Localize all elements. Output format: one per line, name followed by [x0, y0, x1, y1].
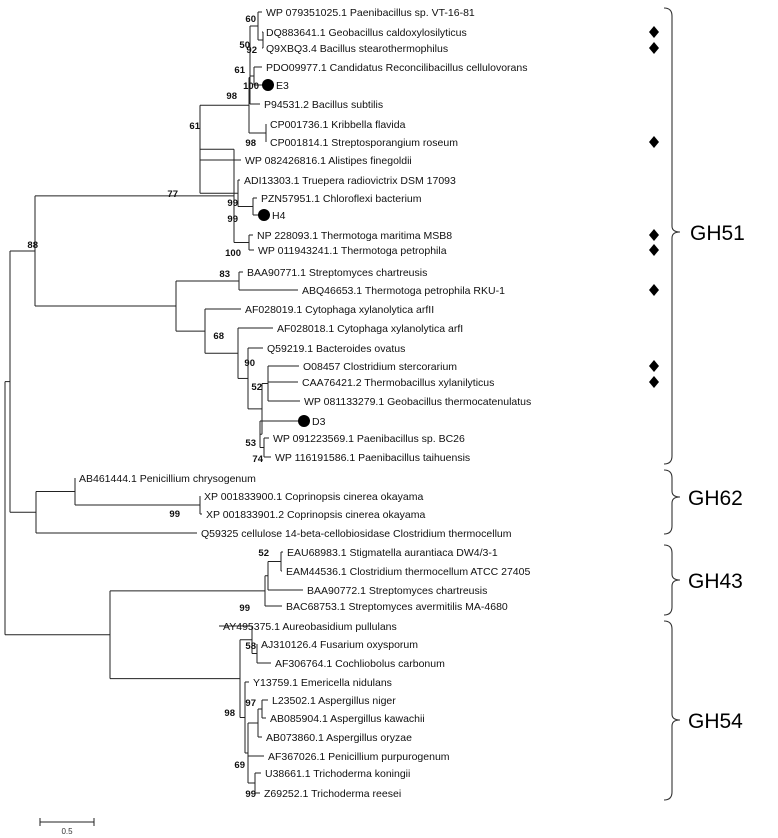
- characterized-diamond-icon: [649, 284, 659, 296]
- characterized-diamond-icon: [649, 376, 659, 388]
- leaf-label: AY495375.1 Aureobasidium pullulans: [223, 621, 397, 633]
- leaf-label: AB461444.1 Penicillium chrysogenum: [79, 473, 256, 485]
- leaf-label: Q59325 cellulose 14-beta-cellobiosidase …: [201, 528, 512, 540]
- leaf-label: AF028018.1 Cytophaga xylanolytica arfI: [277, 323, 463, 335]
- bootstrap-value: 52: [258, 548, 269, 559]
- bootstrap-value: 98: [245, 138, 256, 149]
- leaf-label: BAA90771.1 Streptomyces chartreusis: [247, 267, 427, 279]
- bootstrap-value: 100: [225, 248, 241, 259]
- leaf-label: BAC68753.1 Streptomyces avermitilis MA-4…: [286, 601, 508, 613]
- bootstrap-value: 77: [167, 189, 178, 200]
- leaf-label: Y13759.1 Emericella nidulans: [253, 677, 392, 689]
- bootstrap-value: 99: [227, 198, 238, 209]
- bootstrap-value: 99: [227, 214, 238, 225]
- leaf-label: ABQ46653.1 Thermotoga petrophila RKU-1: [302, 285, 505, 297]
- bootstrap-value: 52: [251, 382, 262, 393]
- leaf-label: PDO09977.1 Candidatus Reconcilibacillus …: [266, 62, 527, 74]
- family-brace: [663, 469, 681, 535]
- tree-branches: [4, 11, 303, 794]
- bootstrap-value: 98: [226, 91, 237, 102]
- sample-dot-icon: [298, 415, 310, 427]
- leaf-label: AJ310126.4 Fusarium oxysporum: [261, 639, 418, 651]
- scale-bar-label: 0.5: [61, 827, 73, 836]
- characterized-diamond-icon: [649, 42, 659, 54]
- leaf-label: U38661.1 Trichoderma koningii: [265, 768, 410, 780]
- leaf-label: WP 079351025.1 Paenibacillus sp. VT-16-8…: [266, 7, 475, 19]
- leaf-label: XP 001833900.1 Coprinopsis cinerea okaya…: [204, 491, 423, 503]
- leaf-label: AF306764.1 Cochliobolus carbonum: [275, 658, 445, 670]
- leaf-label: DQ883641.1 Geobacillus caldoxylosilyticu…: [266, 27, 467, 39]
- family-brace: [663, 620, 681, 801]
- bootstrap-value: 90: [244, 358, 255, 369]
- bootstrap-value: 88: [27, 240, 38, 251]
- leaf-label: O08457 Clostridium stercorarium: [303, 361, 457, 373]
- bootstrap-value: 98: [224, 708, 235, 719]
- leaf-label: BAA90772.1 Streptomyces chartreusis: [307, 585, 487, 597]
- family-label: GH43: [688, 570, 743, 593]
- bootstrap-value: 68: [213, 331, 224, 342]
- leaf-label: AB085904.1 Aspergillus kawachii: [270, 713, 425, 725]
- bootstrap-value: 61: [189, 121, 200, 132]
- leaf-label: EAM44536.1 Clostridium thermocellum ATCC…: [286, 566, 530, 578]
- leaf-label: WP 011943241.1 Thermotoga petrophila: [258, 245, 447, 257]
- leaf-label: WP 091223569.1 Paenibacillus sp. BC26: [273, 433, 465, 445]
- bootstrap-value: 50: [239, 40, 250, 51]
- leaf-label: E3: [276, 80, 289, 92]
- bootstrap-value: 99: [169, 509, 180, 520]
- leaf-label: ADI13303.1 Truepera radiovictrix DSM 170…: [244, 175, 456, 187]
- sample-dot-icon: [258, 209, 270, 221]
- bootstrap-value: 60: [245, 14, 256, 25]
- bootstrap-value: 61: [234, 65, 245, 76]
- family-label: GH62: [688, 487, 743, 510]
- leaf-label: CP001736.1 Kribbella flavida: [270, 119, 406, 131]
- leaf-label: Q59219.1 Bacteroides ovatus: [267, 343, 405, 355]
- bootstrap-value: 74: [252, 454, 263, 465]
- leaf-label: H4: [272, 210, 286, 222]
- leaf-labels: WP 079351025.1 Paenibacillus sp. VT-16-8…: [79, 7, 531, 800]
- leaf-label: AF367026.1 Penicillium purpurogenum: [268, 751, 450, 763]
- family-brace: [663, 544, 681, 616]
- characterized-diamond-icon: [649, 360, 659, 372]
- leaf-label: L23502.1 Aspergillus niger: [272, 695, 396, 707]
- leaf-label: WP 116191586.1 Paenibacillus taihuensis: [275, 452, 470, 464]
- bootstrap-value: 100: [243, 81, 259, 92]
- leaf-label: XP 001833901.2 Coprinopsis cinerea okaya…: [206, 509, 425, 521]
- leaf-label: WP 082426816.1 Alistipes finegoldii: [245, 155, 412, 167]
- leaf-label: D3: [312, 416, 326, 428]
- leaf-label: Z69252.1 Trichoderma reesei: [264, 788, 401, 800]
- characterized-diamond-icon: [649, 26, 659, 38]
- family-label: GH51: [690, 222, 745, 245]
- bootstrap-value: 69: [234, 760, 245, 771]
- leaf-label: WP 081133279.1 Geobacillus thermocatenul…: [304, 396, 531, 408]
- scale-bar: 0.5: [39, 818, 95, 836]
- bootstrap-value: 92: [246, 45, 257, 56]
- leaf-label: CP001814.1 Streptosporangium roseum: [270, 137, 458, 149]
- characterized-diamond-icon: [649, 244, 659, 256]
- bootstrap-value: 53: [245, 438, 256, 449]
- bootstrap-value: 97: [245, 698, 256, 709]
- leaf-label: AF028019.1 Cytophaga xylanolytica arfII: [245, 304, 434, 316]
- leaf-label: EAU68983.1 Stigmatella aurantiaca DW4/3-…: [287, 547, 498, 559]
- leaf-label: P94531.2 Bacillus subtilis: [264, 99, 383, 111]
- leaf-markers: [258, 26, 659, 427]
- bootstrap-value: 83: [219, 269, 230, 280]
- family-brace: [663, 7, 681, 465]
- bootstrap-value: 58: [245, 641, 256, 652]
- leaf-label: CAA76421.2 Thermobacillus xylanilyticus: [302, 377, 494, 389]
- family-label: GH54: [688, 710, 743, 733]
- leaf-label: PZN57951.1 Chloroflexi bacterium: [261, 193, 422, 205]
- leaf-label: Q9XBQ3.4 Bacillus stearothermophilus: [266, 43, 448, 55]
- sample-dot-icon: [262, 79, 274, 91]
- bootstrap-value: 99: [245, 789, 256, 800]
- characterized-diamond-icon: [649, 229, 659, 241]
- bootstrap-value: 99: [239, 603, 250, 614]
- leaf-label: AB073860.1 Aspergillus oryzae: [266, 732, 412, 744]
- leaf-label: NP 228093.1 Thermotoga maritima MSB8: [257, 230, 452, 242]
- characterized-diamond-icon: [649, 136, 659, 148]
